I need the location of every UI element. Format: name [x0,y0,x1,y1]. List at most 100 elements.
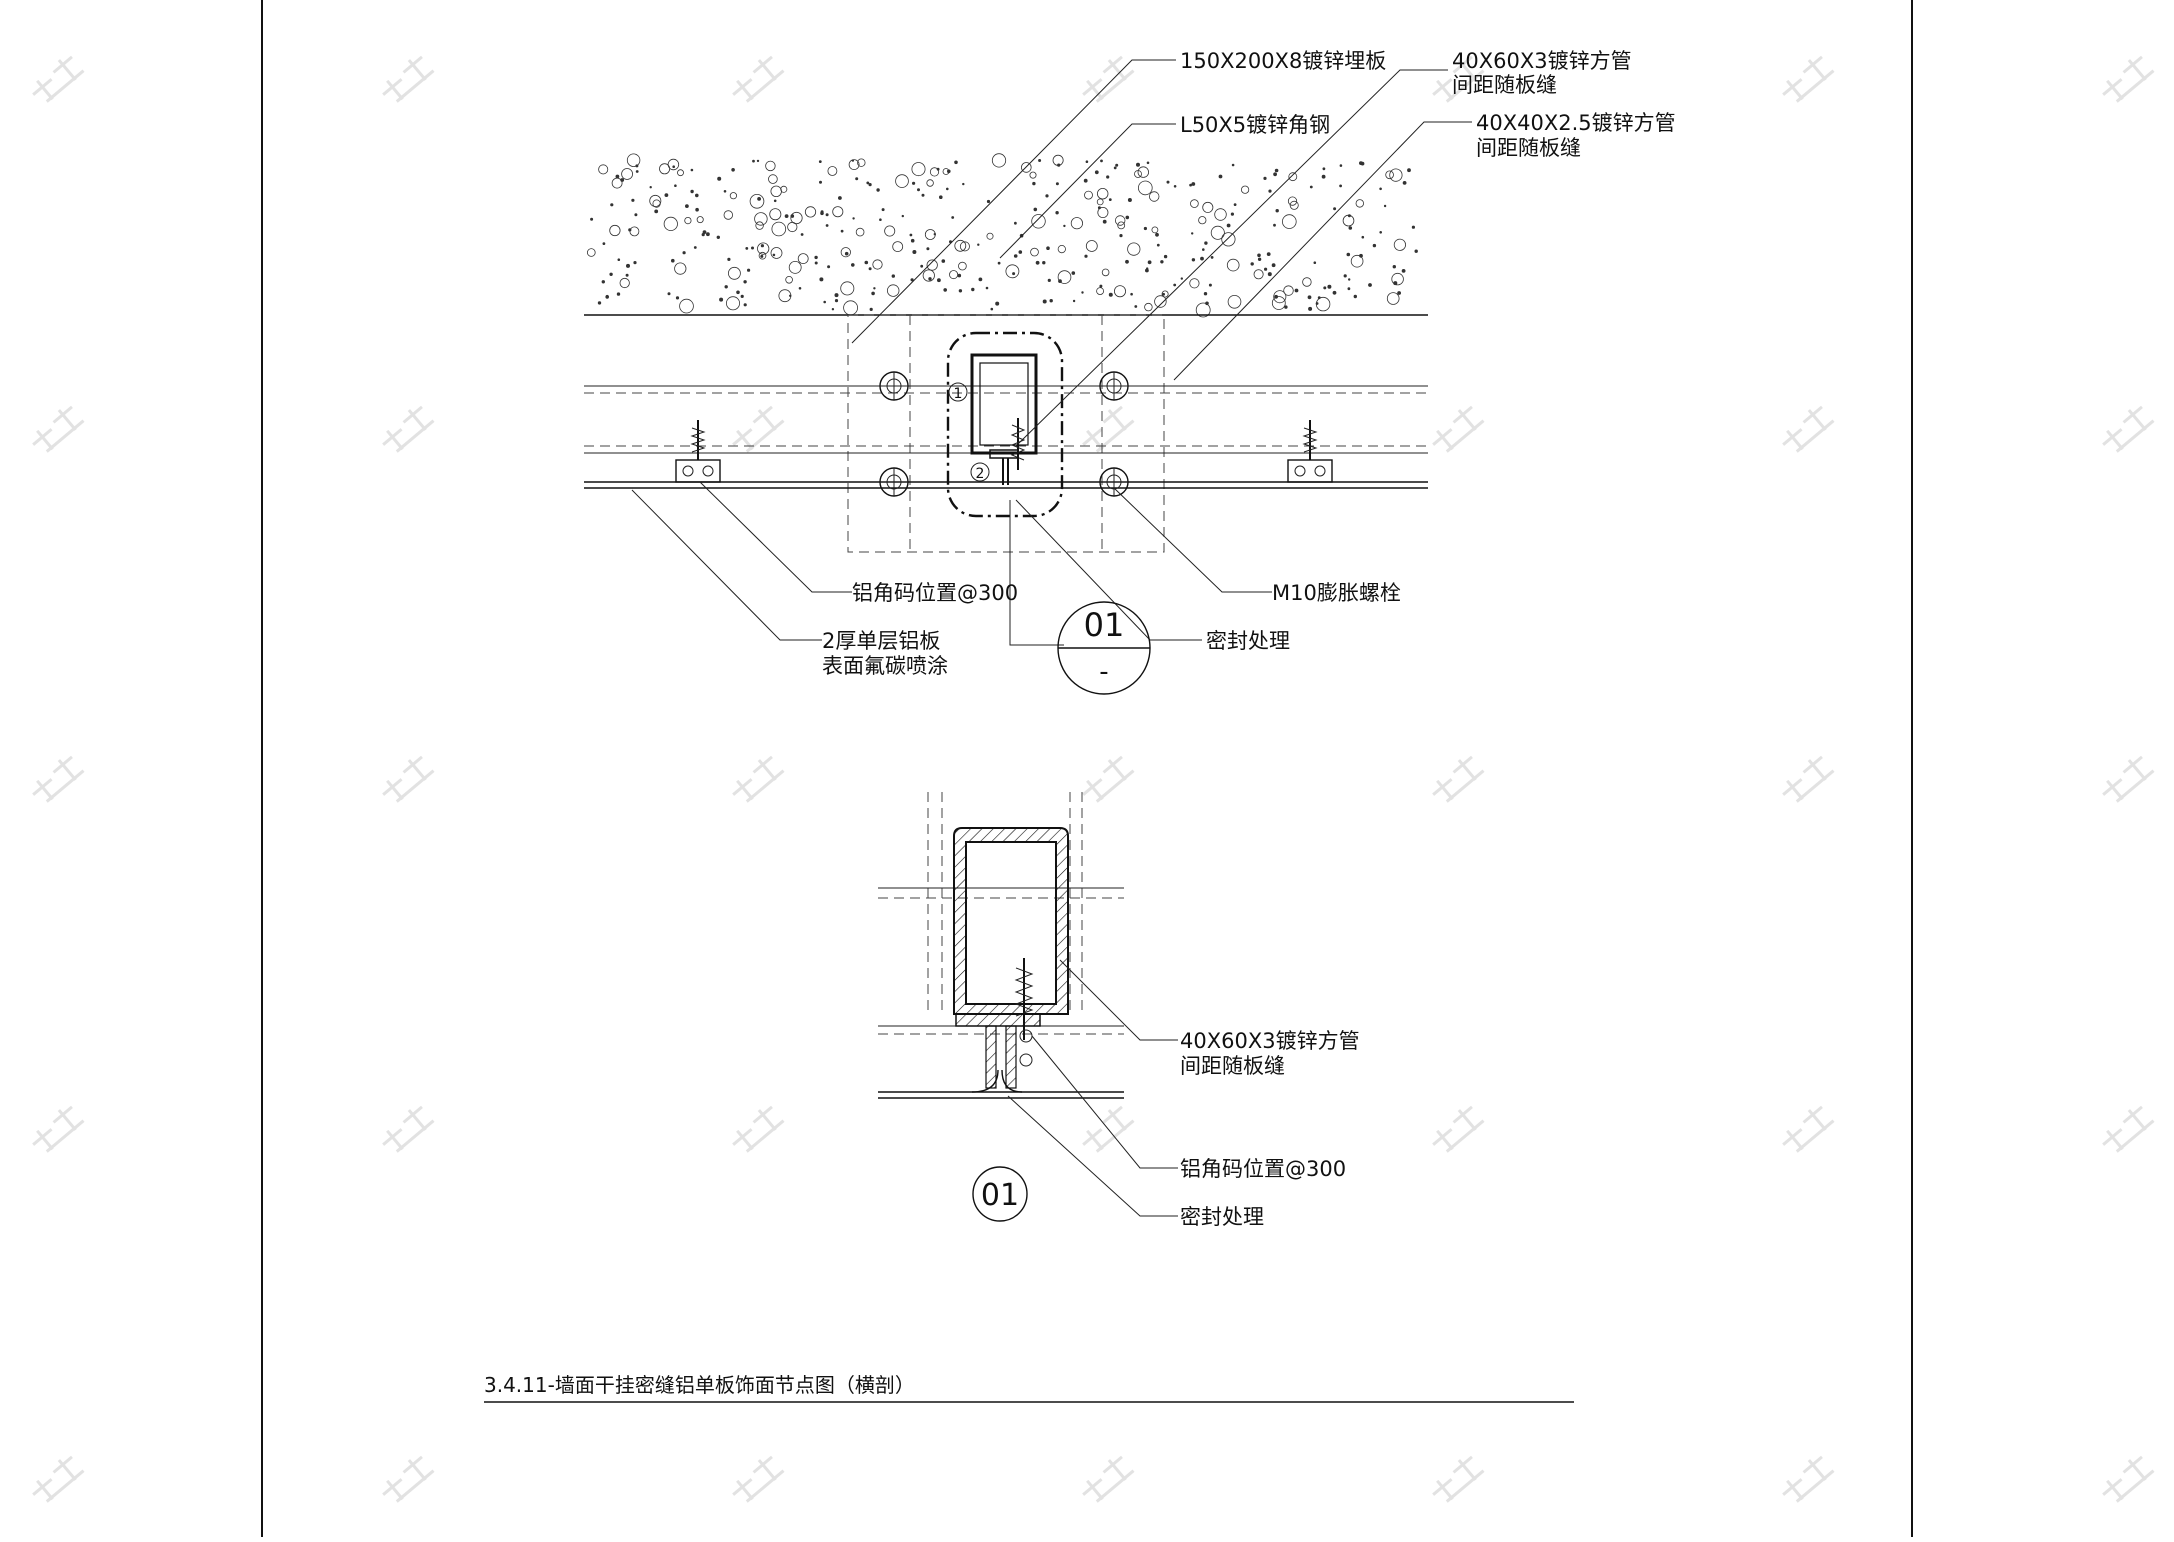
watermark-mark [1082,1105,1135,1153]
concrete-aggregate [1055,182,1059,186]
concrete-aggregate [1308,306,1313,311]
concrete-aggregate [1401,268,1406,273]
concrete-aggregate [1137,166,1150,178]
concrete-aggregate [958,261,967,271]
concrete-aggregate [1156,243,1160,247]
detail-tag-circle [972,1166,1028,1222]
concrete-aggregate [1391,272,1404,286]
concrete-aggregate [1046,246,1050,251]
concrete-aggregate [731,168,735,172]
concrete-aggregate [1173,185,1177,188]
concrete-aggregate [749,194,765,209]
concrete-aggregate [633,260,637,265]
leader-tube-40x40 [1173,121,1472,381]
concrete-aggregate [1350,254,1364,268]
concrete-aggregate [1294,288,1299,293]
concrete-aggregate [1100,159,1103,163]
concrete-aggregate [1226,223,1231,228]
concrete-aggregate [1284,305,1288,309]
concrete-aggregate [1005,264,1020,279]
concrete-aggregate [1266,252,1271,257]
concrete-aggregate [757,196,761,201]
square-tube-inner [979,362,1029,446]
watermark-mark [32,1455,85,1503]
detail-clip-plate [955,1013,1041,1027]
callout-seal: 密封处理 [1206,629,1290,653]
concrete-aggregate [1204,241,1208,245]
concrete-aggregate [1271,296,1286,310]
concrete-aggregate [820,210,824,214]
callout-tube-40x60-note: 间距随板缝 [1452,73,1557,97]
concrete-aggregate [938,195,943,200]
concrete-aggregate [1267,272,1272,277]
concrete-aggregate [1070,217,1084,230]
concrete-aggregate [729,192,738,200]
concrete-aggregate [869,307,873,311]
concrete-aggregate [957,273,962,278]
detail-bolt-head-b [1019,1053,1033,1067]
concrete-aggregate [727,257,731,261]
concrete-aggregate [1102,219,1107,224]
concrete-aggregate [772,253,776,257]
concrete-aggregate [1081,291,1084,294]
concrete-aggregate [1379,187,1382,191]
concrete-aggregate [881,208,885,212]
concrete-aggregate [978,277,983,282]
concrete-aggregate [771,221,787,237]
watermark-mark [1782,55,1835,103]
concrete-aggregate [986,199,991,204]
section-tag-sheet: - [1099,657,1108,687]
concrete-texture [586,153,1418,318]
concrete-aggregate [590,217,594,221]
concrete-aggregate [1202,248,1205,251]
watermark-mark [1782,1105,1835,1153]
concrete-aggregate [971,287,975,292]
concrete-aggregate [1189,183,1192,187]
concrete-aggregate [1097,206,1109,218]
concrete-aggregate [951,216,955,219]
concrete-aggregate [755,221,764,230]
concrete-aggregate [1189,278,1200,289]
concrete-aggregate [1114,285,1127,298]
concrete-aggregate [1226,258,1240,272]
concrete-aggregate [1386,292,1400,305]
concrete-aggregate [1339,184,1342,188]
concrete-aggregate [825,224,829,227]
detail-callout-tube-note: 间距随板缝 [1180,1054,1285,1078]
concrete-aggregate [911,181,916,185]
concrete-aggregate [1275,208,1279,213]
concrete-aggregate [823,300,826,304]
detail-leader-seal [1007,1095,1178,1217]
concrete-aggregate [1029,171,1037,179]
concrete-aggregate [868,267,872,271]
concrete-aggregate [1030,247,1039,257]
concrete-aggregate [1190,232,1194,235]
concrete-aggregate [814,261,818,265]
concrete-aggregate [995,301,1000,306]
concrete-aggregate [832,206,844,218]
concrete-aggregate [790,211,803,225]
concrete-aggregate [635,164,639,168]
concrete-aggregate [1414,249,1418,253]
concrete-aggregate [876,188,880,192]
concrete-aggregate [780,185,788,193]
watermark-mark [2102,1105,2155,1153]
concrete-aggregate [1106,175,1110,179]
concrete-aggregate [1163,254,1168,259]
concrete-aggregate [663,216,678,231]
concrete-aggregate [1271,263,1276,268]
concrete-aggregate [740,294,744,298]
concrete-aggregate [891,274,895,278]
concrete-aggregate [1144,302,1153,312]
concrete-aggregate [672,165,675,169]
concrete-aggregate [1392,265,1396,269]
concrete-aggregate [1347,278,1351,281]
concrete-aggregate [1372,243,1377,248]
watermark-mark [2102,405,2155,453]
concrete-aggregate [696,216,704,224]
concrete-aggregate [717,176,722,181]
concrete-aggregate [752,159,755,163]
concrete-aggregate [840,247,851,258]
concrete-aggregate [728,266,741,280]
